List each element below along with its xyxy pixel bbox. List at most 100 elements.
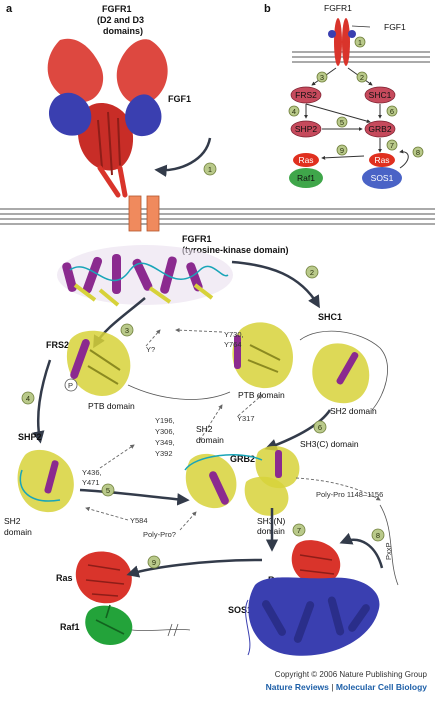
svg-text:4: 4 [26,394,30,403]
svg-text:SOS1: SOS1 [371,173,394,183]
svg-text:1: 1 [208,165,212,174]
panel-b-fgfr1-label: FGFR1 [324,3,352,13]
svg-text:6: 6 [390,107,394,116]
y196-dashed-arrow [199,404,223,441]
sos1-label: SOS1 [228,605,252,615]
y317-label: Y317 [237,414,255,423]
panel-b-receptor [328,18,356,66]
copyright-line: Copyright © 2006 Nature Publishing Group [274,670,427,679]
y349-label: Y349, [155,438,175,447]
y471-label: Y471 [82,478,100,487]
transmembrane-helix-1 [128,195,142,232]
panel-b-step-4: 4 [288,105,300,117]
step-2-marker: 2 [305,265,319,279]
panel-b-step-9: 9 [336,144,348,156]
fgfr1-extracellular-label-2: (D2 and D3 [97,15,144,25]
fgf1-leader-line [351,25,371,28]
step-8-arrow [339,532,384,569]
shp2-sh2-domain [17,449,74,513]
journal-section: Molecular Cell Biology [335,682,427,692]
polypro-question-dashed-arrow [179,511,197,531]
panel-b-ras-b-node: Ras [369,153,395,167]
sh3c-domain-label: SH3(C) domain [300,439,359,449]
y392-label: Y392 [155,449,173,458]
step-7-marker: 7 [292,523,306,537]
svg-text:5: 5 [340,118,344,127]
svg-text:3: 3 [125,326,129,335]
shp2-sh2-label-2: domain [4,527,32,537]
panel-b-step-3: 3 [316,71,328,83]
svg-text:8: 8 [376,531,380,540]
step-9-marker: 9 [147,555,161,569]
fgfr1-extracellular-label-3: domains) [103,26,143,36]
y730-label: Y730, [224,330,244,339]
step-4-arrow [32,359,52,444]
svg-text:1: 1 [358,38,362,47]
panel-b-frs2-node: FRS2 [290,86,322,104]
shc1-ptb-domain [232,322,293,389]
membrane [0,208,435,225]
fgf1-ligand [48,92,162,137]
journal-name: Nature Reviews [265,682,329,692]
shc1-sh2-domain-label: SH2 domain [330,406,377,416]
panel-b-step-5: 5 [336,116,348,128]
grb2-domains [184,446,300,516]
shc1-sh2-domain [299,330,388,411]
sos1-tail [379,504,399,586]
sos1-structure [245,577,380,656]
panel-b-ras-a-node: Ras [293,153,319,167]
panel-b-step-7: 7 [386,139,398,151]
svg-text:Ras: Ras [374,155,389,165]
fgfr1-kinase-label-1: FGFR1 [182,234,212,244]
step-8-marker: 8 [371,528,385,542]
polypro-range-label: Poly-Pro 1148–1156 [316,490,383,499]
svg-text:7: 7 [390,141,394,150]
panel-b-arrow-9 [321,155,365,160]
raf1-label: Raf1 [60,622,80,632]
fgfr1-kinase-label-2: (tyrosine-kinase domain) [182,245,289,255]
step-1-arrow [154,137,212,178]
fgfr1-extracellular-domain [47,38,168,198]
y584-label: Y584 [130,516,148,525]
journal-line: Nature Reviews | Molecular Cell Biology [0,682,427,692]
panel-b-shp2-node: SHP2 [290,120,322,138]
polypro-question-label: Poly-Pro? [143,530,176,539]
svg-text:SHP2: SHP2 [295,124,317,134]
svg-text:Ras: Ras [298,155,313,165]
step-3-marker: 3 [120,323,134,337]
panel-b-step-2: 2 [356,71,368,83]
shc1-label: SHC1 [318,312,342,322]
phosphate-label: P [68,381,73,390]
svg-text:FRS2: FRS2 [295,90,317,100]
y584-dashed-arrow [85,506,129,521]
step-1-marker: 1 [203,162,217,176]
panel-b-arrow-8 [399,149,409,169]
svg-text:GRB2: GRB2 [368,124,391,134]
frs2-label: FRS2 [46,340,69,350]
panel-b-fgf1-label: FGF1 [384,22,406,32]
step-5-arrow [79,488,190,506]
phosphate-icon [64,378,78,392]
grb2-sh2-label-1: SH2 [196,424,213,434]
frs2-tail [127,384,231,400]
panel-b-raf1-node: Raf1 [289,168,323,188]
polypro-dashed-arrow [295,477,381,501]
fgfr1-extracellular-label-1: FGFR1 [102,4,132,14]
y196-label: Y196, [155,416,175,425]
fgfr1-kinase-domain [57,245,233,307]
panel-b-shc1-node: SHC1 [364,86,396,104]
panel-b-sos1-node: SOS1 [362,167,402,189]
svg-text:4: 4 [292,107,296,116]
y306-label: Y306, [155,427,175,436]
ras-structure [75,551,132,604]
step-5-marker: 5 [101,483,115,497]
y436-label: Y436, [82,468,102,477]
y436-dashed-arrow [99,444,135,469]
ras-label: Ras [56,573,73,583]
svg-text:2: 2 [360,73,364,82]
svg-text:Raf1: Raf1 [297,173,315,183]
svg-text:SHC1: SHC1 [369,90,392,100]
svg-text:2: 2 [310,268,314,277]
